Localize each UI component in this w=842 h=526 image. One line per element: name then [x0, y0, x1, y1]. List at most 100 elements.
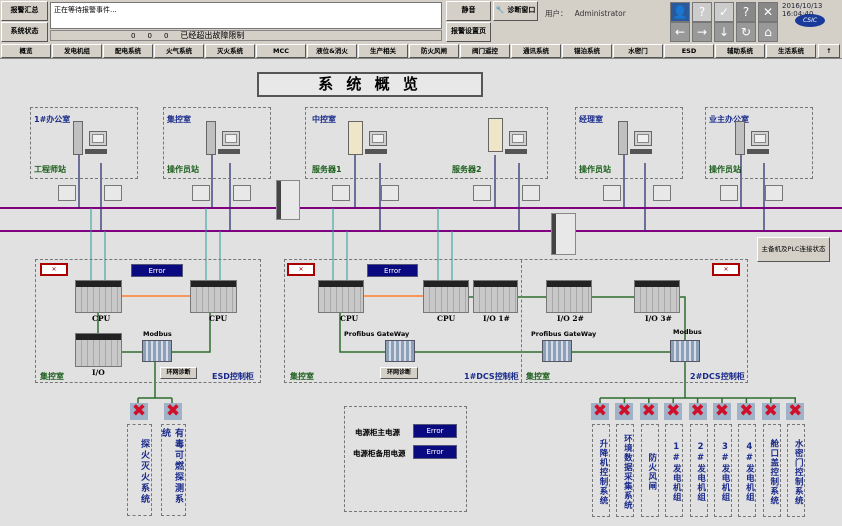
- nav-fire-gas[interactable]: 火气系统: [154, 44, 204, 58]
- power-cabinet-box: [344, 406, 467, 512]
- node-status: [58, 185, 76, 201]
- ring-diagnosis-button[interactable]: 环网诊断: [380, 367, 418, 379]
- nav-distribution[interactable]: 配电系统: [103, 44, 153, 58]
- alarm-mute-icon[interactable]: ✕: [712, 263, 740, 276]
- event-text: 正在等待报警事件...: [54, 6, 117, 14]
- station-label: 操作员站: [167, 165, 199, 174]
- dcs-cpu-rack-1[interactable]: [318, 280, 364, 313]
- cpu-label: CPU: [209, 314, 228, 323]
- alarm-mute-icon[interactable]: ✕: [287, 263, 315, 276]
- system-env-data[interactable]: 环境数据采集系统: [616, 424, 635, 517]
- fault-x-icon: ✖: [591, 401, 609, 421]
- node-status: [603, 185, 621, 201]
- system-watertight-door[interactable]: 水密门控制系统: [787, 424, 806, 517]
- system-toxic-gas[interactable]: 有毒可燃探测系统: [160, 424, 186, 516]
- node-status: [332, 185, 350, 201]
- nav-living[interactable]: 生活系统: [766, 44, 816, 58]
- nav-fire-damper[interactable]: 防火风闸: [409, 44, 459, 58]
- dcs-error-status: Error: [367, 264, 418, 277]
- room-control: 集控室操作员站: [163, 107, 271, 179]
- node-status: [104, 185, 122, 201]
- alarm-summary-button[interactable]: 报警汇总: [1, 1, 48, 21]
- io-rack-2[interactable]: [546, 280, 592, 313]
- profibus-gateway-icon[interactable]: [385, 340, 415, 362]
- modbus-gateway-icon[interactable]: [142, 340, 172, 362]
- system-status-button[interactable]: 系统状态: [1, 22, 48, 42]
- io-rack-1[interactable]: [473, 280, 518, 313]
- scroll-up-button[interactable]: ↑: [818, 44, 840, 58]
- ring-diagnosis-button[interactable]: 环网诊断: [160, 367, 197, 379]
- system-fire-extinguish[interactable]: 探火灭火系统: [127, 424, 152, 516]
- mute-button[interactable]: 静音: [446, 1, 491, 21]
- modbus-gateway-icon[interactable]: [670, 340, 700, 362]
- esd-error-status: Error: [131, 264, 183, 277]
- diag-window-button[interactable]: 🔧诊断窗口: [493, 1, 538, 21]
- fault-text: 已经超出故障限制: [180, 31, 245, 40]
- user-help-icon[interactable]: ?: [692, 2, 712, 22]
- refresh-icon[interactable]: ↻: [736, 22, 756, 42]
- nav-level[interactable]: 液位&消火: [307, 44, 357, 58]
- fault-x-icon: ✖: [713, 401, 731, 421]
- cabinet-divider: [521, 260, 522, 382]
- profibus-gateway-icon[interactable]: [542, 340, 572, 362]
- nav-overview[interactable]: 概览: [1, 44, 51, 58]
- user-confirm-icon[interactable]: ✓: [714, 2, 734, 22]
- io-rack-3[interactable]: [634, 280, 680, 313]
- system-generator-3[interactable]: 3#发电机组: [714, 424, 732, 517]
- fault-x-icon: ✖: [130, 401, 148, 421]
- nav-watertight[interactable]: 水密门: [613, 44, 663, 58]
- home-icon[interactable]: ⌂: [758, 22, 778, 42]
- nav-valve[interactable]: 阀门遥控: [460, 44, 510, 58]
- main-power-label: 电源柜主电源: [355, 428, 400, 437]
- nav-mooring[interactable]: 锚泊系统: [562, 44, 612, 58]
- alarm-mute-icon[interactable]: ✕: [40, 263, 68, 276]
- back-icon[interactable]: ←: [670, 22, 690, 42]
- io-label: I/O: [92, 368, 105, 377]
- plc-connection-status-button[interactable]: 主备机及PLC连接状态: [757, 237, 830, 262]
- system-generator-4[interactable]: 4#发电机组: [738, 424, 757, 517]
- alarm-summary-label: 报警汇总: [10, 6, 39, 15]
- system-fire-damper[interactable]: 防火风闸: [640, 424, 659, 517]
- system-generator-2[interactable]: 2#发电机组: [689, 424, 708, 517]
- esd-cpu-rack-2[interactable]: [190, 280, 237, 313]
- close-icon[interactable]: ✕: [758, 2, 778, 22]
- esd-cpu-rack-1[interactable]: [75, 280, 122, 313]
- system-lift-control[interactable]: 升降机控制系统: [592, 424, 610, 517]
- dcs-cabinet: [284, 259, 748, 383]
- cabinet-label: 1#DCS控制柜: [464, 372, 519, 381]
- gateway-label: Profibus GateWay: [531, 330, 597, 338]
- nav-comm[interactable]: 通讯系统: [511, 44, 561, 58]
- alarm-settings-button[interactable]: 报警设置页: [446, 22, 491, 42]
- forward-icon[interactable]: →: [692, 22, 712, 42]
- nav-mcc[interactable]: MCC: [256, 44, 306, 58]
- fault-x-icon: ✖: [639, 401, 658, 421]
- backup-power-status: Error: [413, 445, 457, 459]
- esd-io-rack[interactable]: [75, 333, 122, 367]
- nav-esd[interactable]: ESD: [664, 44, 714, 58]
- fault-x-icon: ✖: [615, 401, 634, 421]
- node-status: [522, 185, 540, 201]
- cpu-label: CPU: [437, 314, 456, 323]
- main-power-status: Error: [413, 424, 457, 438]
- room-label: 集控室: [167, 115, 191, 124]
- network-switch-icon[interactable]: [276, 180, 300, 220]
- room-office1: 1#办公室工程师站: [30, 107, 138, 179]
- esd-cabinet: [35, 259, 261, 383]
- fault-x-icon: ✖: [164, 401, 182, 421]
- help-icon[interactable]: ?: [736, 2, 756, 22]
- io2-label: I/O 2#: [557, 314, 584, 323]
- user-name: Administrator: [574, 9, 626, 18]
- nav-production[interactable]: 生产相关: [358, 44, 408, 58]
- nav-extinguish[interactable]: 灭火系统: [205, 44, 255, 58]
- network-switch-icon[interactable]: [551, 213, 576, 255]
- dcs-cpu-rack-2[interactable]: [423, 280, 469, 313]
- down-icon[interactable]: ↓: [714, 22, 734, 42]
- system-generator-1[interactable]: 1#发电机组: [665, 424, 684, 517]
- system-hatch-control[interactable]: 舱口盖控制系统: [762, 424, 781, 517]
- nav-auxiliary[interactable]: 辅助系统: [715, 44, 765, 58]
- nav-generator[interactable]: 发电机组: [52, 44, 102, 58]
- company-logo: CSIC: [795, 14, 825, 27]
- user-info: 用户： Administrator: [545, 8, 626, 19]
- user-login-icon[interactable]: 👤: [670, 2, 690, 22]
- event-list[interactable]: 正在等待报警事件...: [50, 2, 442, 29]
